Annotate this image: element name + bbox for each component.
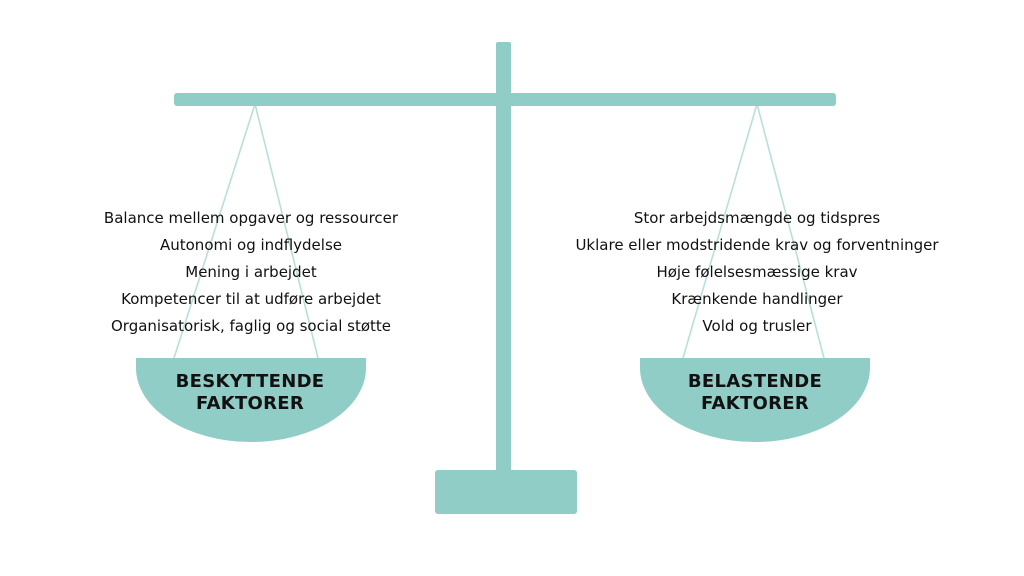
list-item: Vold og trusler [702, 317, 812, 335]
list-item: Krænkende handlinger [671, 290, 843, 308]
list-item: Stor arbejdsmængde og tidspres [633, 209, 881, 227]
list-item: Balance mellem opgaver og ressourcer [103, 209, 399, 227]
left-pan-string-outer [173, 103, 256, 359]
list-item: Uklare eller modstridende krav og forven… [575, 236, 939, 254]
list-item: Kompetencer til at udføre arbejdet [121, 290, 381, 308]
right-pan-string-outer [682, 103, 758, 359]
scale-beam [174, 93, 836, 106]
right-pan-strings [682, 103, 825, 359]
left-pan-string-inner [254, 103, 319, 359]
scale-post [496, 42, 511, 474]
left-pan-strings [173, 103, 319, 359]
right-pan [640, 358, 870, 442]
straining-factors-list: Stor arbejdsmængde og tidspres Uklare el… [540, 205, 974, 340]
left-pan-label: BESKYTTENDE FAKTORER [175, 371, 325, 414]
list-item: Autonomi og indflydelse [159, 236, 342, 254]
left-pan [136, 358, 366, 442]
list-item: Høje følelsesmæssige krav [656, 263, 858, 281]
list-item: Organisatorisk, faglig og social støtte [110, 317, 392, 335]
list-item: Mening i arbejdet [185, 263, 317, 281]
scale-base [435, 470, 577, 514]
right-pan-label: BELASTENDE FAKTORER [687, 371, 823, 414]
right-pan-string-inner [756, 103, 825, 359]
protective-factors-list: Balance mellem opgaver og ressourcer Aut… [68, 205, 434, 340]
